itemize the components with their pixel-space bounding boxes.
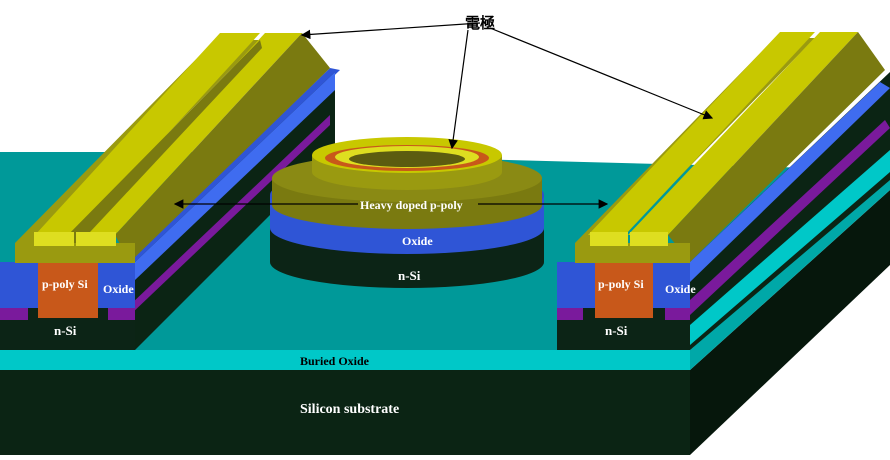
left-rib <box>0 33 340 350</box>
buried-oxide-front <box>0 350 690 370</box>
electrode-label: 電極 <box>465 14 495 32</box>
center-oxide-label: Oxide <box>402 234 433 248</box>
right-rib <box>557 32 890 350</box>
electrode-pointer-arrows <box>173 22 714 209</box>
center-n-si-label: n-Si <box>398 268 421 283</box>
buried-oxide-label: Buried Oxide <box>300 354 370 368</box>
right-p-poly-label: p-poly Si <box>598 277 644 291</box>
left-p-poly-label: p-poly Si <box>42 277 88 291</box>
left-oxide-label: Oxide <box>103 282 134 296</box>
heavy-doped-label: Heavy doped p-poly <box>360 198 463 212</box>
substrate-front <box>0 370 690 455</box>
right-n-si-label: n-Si <box>605 323 628 338</box>
left-p-poly-block <box>38 262 98 318</box>
left-n-si-label: n-Si <box>54 323 77 338</box>
right-oxide-label: Oxide <box>665 282 696 296</box>
substrate-label: Silicon substrate <box>300 402 399 417</box>
right-p-poly-block <box>595 262 653 318</box>
substrate-side <box>690 190 890 455</box>
